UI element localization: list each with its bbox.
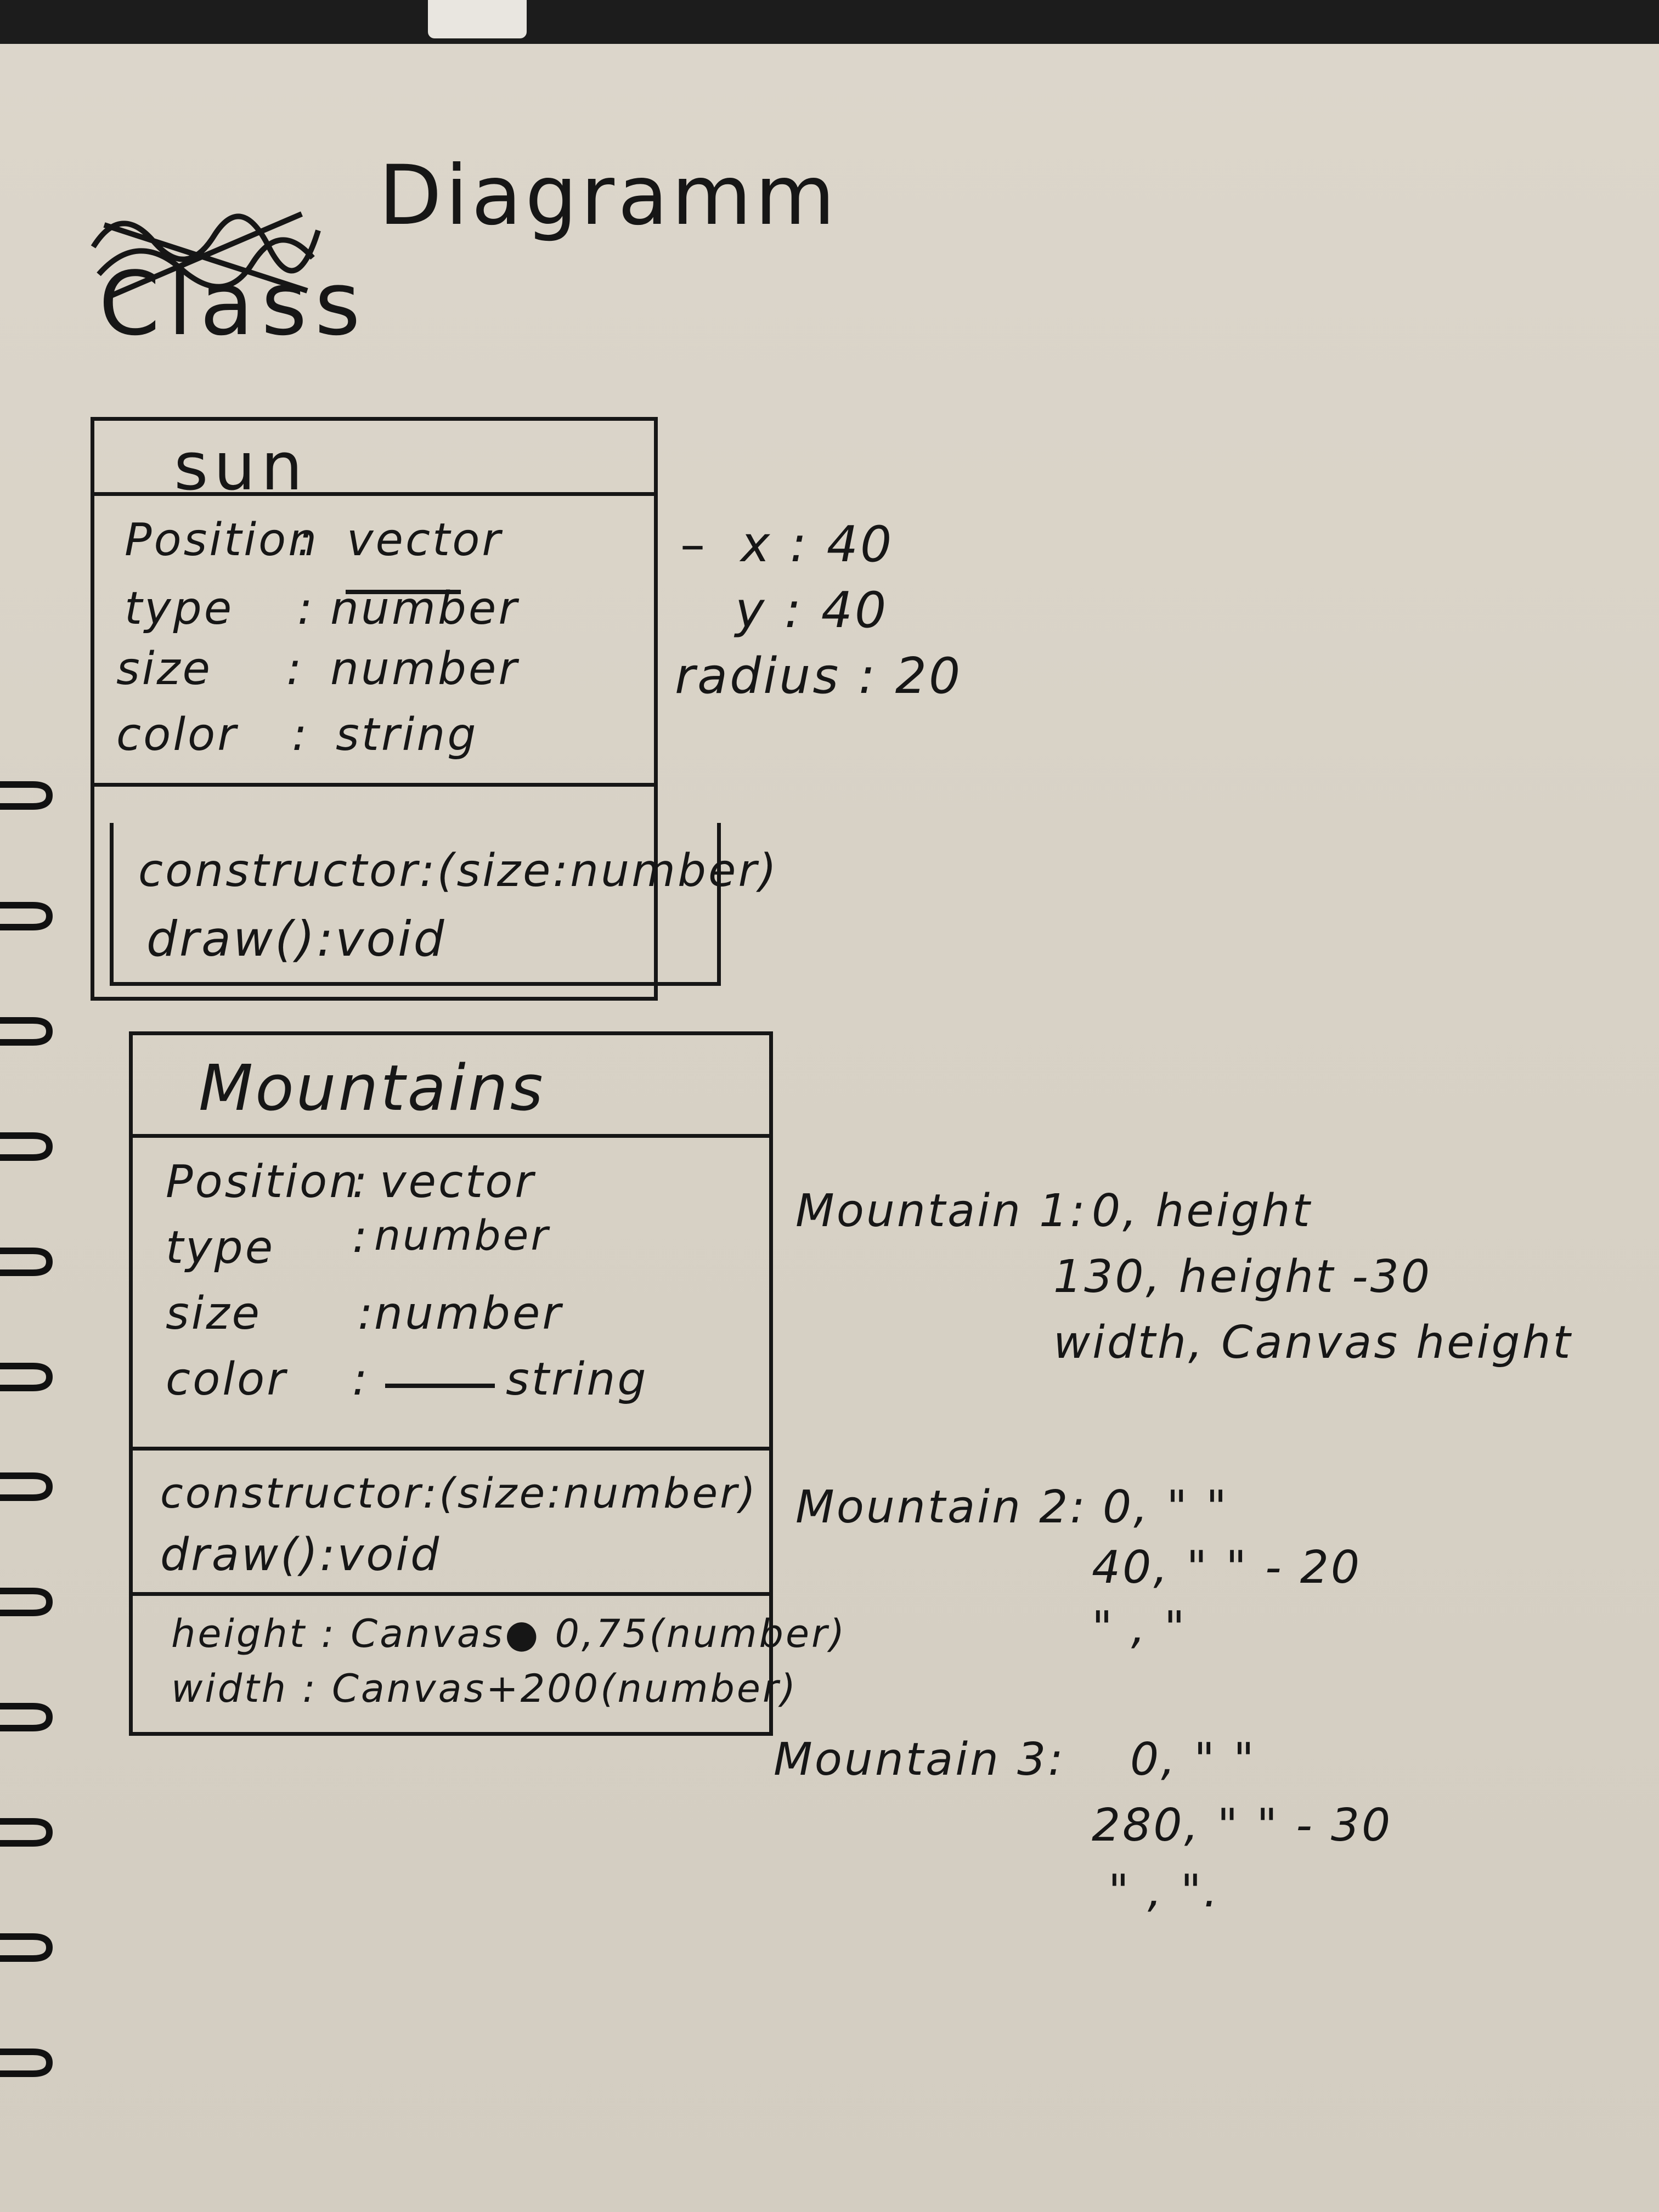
spiral-ring-icon bbox=[0, 1588, 53, 1616]
scribbled-out-word bbox=[91, 211, 321, 299]
spiral-ring-icon bbox=[0, 2049, 53, 2077]
sun-note-y: y : 40 bbox=[735, 582, 889, 639]
spiral-ring-icon bbox=[0, 1132, 53, 1161]
sun-attr-name: color bbox=[116, 709, 238, 761]
crossed-out-word bbox=[385, 1384, 495, 1388]
mountain-note-label: Mountain 3: bbox=[774, 1734, 1065, 1786]
sun-attr-name: size bbox=[116, 643, 212, 695]
mountain-note-line: 0, " " bbox=[1103, 1481, 1229, 1533]
sun-methods-box: constructor:(size:number) draw():void bbox=[110, 823, 776, 986]
mountain-note-line: width, Canvas height bbox=[1053, 1317, 1573, 1369]
spiral-ring-icon bbox=[0, 1472, 53, 1501]
mountains-attr-type: string bbox=[506, 1353, 648, 1406]
mountains-attr-type: number bbox=[374, 1288, 563, 1340]
mountain-note-line: " , ". bbox=[1108, 1865, 1220, 1917]
spiral-ring-icon bbox=[0, 902, 53, 930]
spiral-ring-icon bbox=[0, 1703, 53, 1731]
mountains-method-divider bbox=[133, 1592, 769, 1596]
mountains-attr-name: Position bbox=[166, 1156, 360, 1208]
mountains-extra: height : Canvas● 0,75(number) bbox=[171, 1611, 847, 1656]
sun-method: constructor:(size:number) bbox=[138, 845, 779, 897]
sun-attr-colon: : bbox=[297, 514, 315, 566]
mountain-note-label: Mountain 2: bbox=[795, 1481, 1087, 1533]
mountains-class-box: Mountains Position : vector type : numbe… bbox=[129, 1031, 844, 1736]
sun-attr-type: number bbox=[330, 643, 520, 695]
mountains-attr-divider bbox=[133, 1447, 769, 1451]
sun-attr-colon: : bbox=[286, 643, 304, 695]
mountain-note-line: 0, " " bbox=[1130, 1734, 1256, 1786]
sun-attr-type: vector bbox=[347, 514, 503, 566]
sun-attr-name: Position bbox=[125, 514, 319, 566]
mountain-note-line: " , " bbox=[1092, 1602, 1187, 1654]
heading-title: Diagramm bbox=[379, 148, 839, 244]
mountains-method: constructor:(size:number) bbox=[160, 1469, 758, 1517]
sun-class-box: sun Position : vector type : number size… bbox=[91, 417, 658, 1001]
sun-attr-name: type bbox=[125, 583, 234, 635]
mountains-attr-name: type bbox=[166, 1222, 275, 1274]
sun-attr-colon: : bbox=[292, 709, 309, 761]
mountain-note-line: 280, " " - 30 bbox=[1092, 1799, 1393, 1852]
spiral-ring-icon bbox=[0, 1017, 53, 1046]
spiral-ring-icon bbox=[0, 1818, 53, 1847]
sun-note-dash: – bbox=[680, 516, 707, 573]
mountains-attr-name: color bbox=[166, 1353, 287, 1406]
sun-method: draw():void bbox=[146, 911, 447, 967]
spiral-ring-icon bbox=[0, 781, 53, 810]
sun-attr-type: string bbox=[336, 709, 478, 761]
mountains-attr-colon: : bbox=[352, 1156, 370, 1208]
sun-name-divider bbox=[94, 492, 654, 496]
mountains-attr-name: size bbox=[166, 1288, 262, 1340]
mountains-extra: width : Canvas+200(number) bbox=[171, 1666, 798, 1711]
crossed-out-word bbox=[346, 590, 461, 594]
spiral-ring-icon bbox=[0, 1363, 53, 1391]
mountains-attr-type: vector bbox=[380, 1156, 536, 1208]
sun-attr-colon: : bbox=[297, 583, 315, 635]
mountains-class-name: Mountains bbox=[199, 1052, 545, 1125]
mountains-attr-type: number bbox=[374, 1211, 550, 1260]
sun-attr-divider bbox=[94, 783, 654, 787]
pen-clip bbox=[428, 0, 527, 38]
mountain-note-line: 0, height bbox=[1092, 1185, 1312, 1237]
mountains-attr-colon: : bbox=[352, 1211, 370, 1263]
mountain-note-line: 130, height -30 bbox=[1053, 1251, 1432, 1303]
sun-note-x: x : 40 bbox=[741, 516, 894, 573]
spiral-ring-icon bbox=[0, 1248, 53, 1276]
mountain-note-label: Mountain 1: bbox=[795, 1185, 1087, 1237]
mountains-attr-colon: : bbox=[352, 1353, 370, 1406]
sun-note-radius: radius : 20 bbox=[675, 647, 963, 705]
spiral-ring-icon bbox=[0, 1933, 53, 1962]
mountains-attr-colon: : bbox=[358, 1288, 375, 1340]
mountain-note-line: 40, " " - 20 bbox=[1092, 1542, 1362, 1594]
notebook-page: Diagramm Class sun Position : vector typ… bbox=[0, 44, 1659, 2212]
mountains-name-divider bbox=[133, 1134, 769, 1138]
heading-subtitle: Class bbox=[99, 252, 368, 355]
mountains-method: draw():void bbox=[160, 1529, 442, 1581]
